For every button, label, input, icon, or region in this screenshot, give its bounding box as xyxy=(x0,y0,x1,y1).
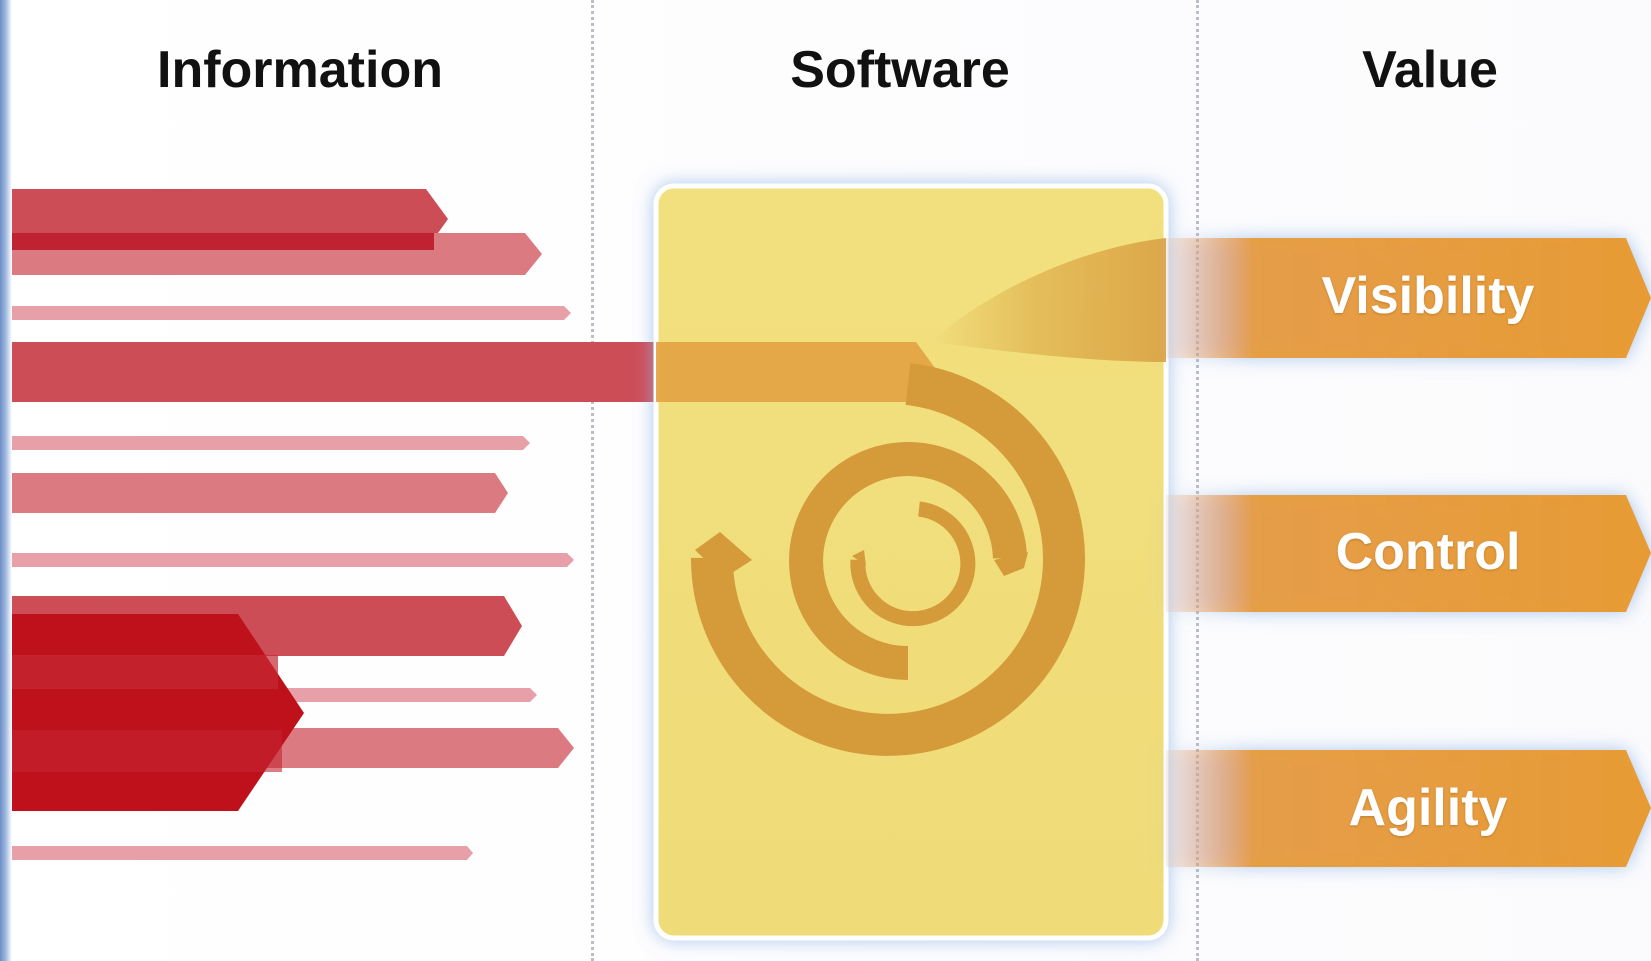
value-label-agility: Agility xyxy=(1348,779,1508,837)
value-label-visibility: Visibility xyxy=(1321,267,1535,325)
information-streams xyxy=(12,189,658,860)
column-header-software: Software xyxy=(790,41,1010,99)
software-stream xyxy=(656,238,1166,402)
column-divider-2 xyxy=(1196,0,1199,961)
column-header-value: Value xyxy=(1362,41,1498,99)
visibility-sweep xyxy=(930,238,1166,362)
info-stream-large-band-1 xyxy=(12,655,278,689)
info-stream-1-overlap xyxy=(12,233,434,250)
column-header-information: Information xyxy=(157,41,443,99)
left-edge-accent xyxy=(0,0,12,961)
value-arrow-visibility xyxy=(1166,238,1651,358)
info-stream-main xyxy=(12,342,658,402)
info-stream-3 xyxy=(12,306,571,320)
value-label-control: Control xyxy=(1335,523,1521,581)
info-stream-5 xyxy=(12,473,508,513)
value-arrow-control xyxy=(1166,495,1651,612)
spiral-icon xyxy=(690,363,1085,756)
column-divider-1 xyxy=(591,0,594,961)
info-stream-large-band-2 xyxy=(12,730,282,772)
info-stream-10 xyxy=(12,846,473,860)
info-stream-4 xyxy=(12,436,530,450)
value-arrows xyxy=(1166,238,1651,867)
info-stream-6 xyxy=(12,553,574,567)
value-arrow-agility xyxy=(1166,750,1651,867)
